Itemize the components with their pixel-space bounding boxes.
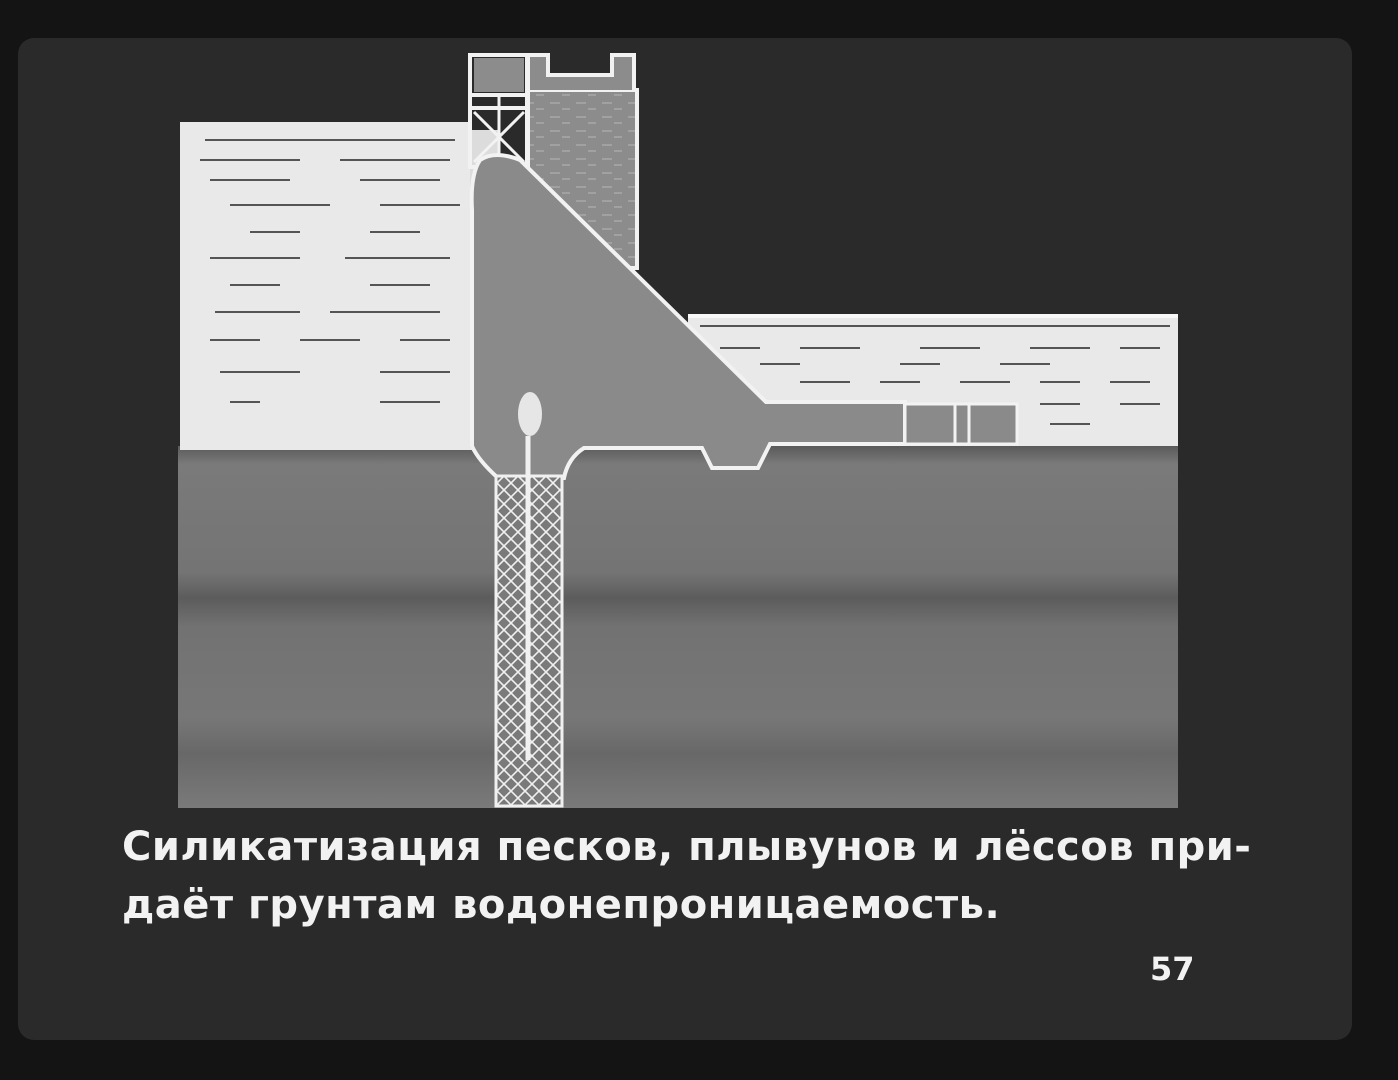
slide-caption: Силикатизация песков, плывунов и лёссов …: [122, 818, 1252, 934]
page-number: 57: [1150, 950, 1195, 988]
upstream-water-lines: [200, 139, 460, 403]
tower-crenellation: [525, 53, 636, 90]
caption-line-2: даёт грунтам водонепроницаемость.: [122, 882, 1001, 928]
apron-blocks: [903, 402, 1019, 446]
ground-layer: [178, 446, 1178, 808]
downstream-water-lines: [700, 325, 1170, 425]
caption-line-1: Силикатизация песков, плывунов и лёссов …: [122, 824, 1252, 870]
inspection-gallery: [518, 392, 542, 436]
dam-body: [469, 153, 907, 480]
